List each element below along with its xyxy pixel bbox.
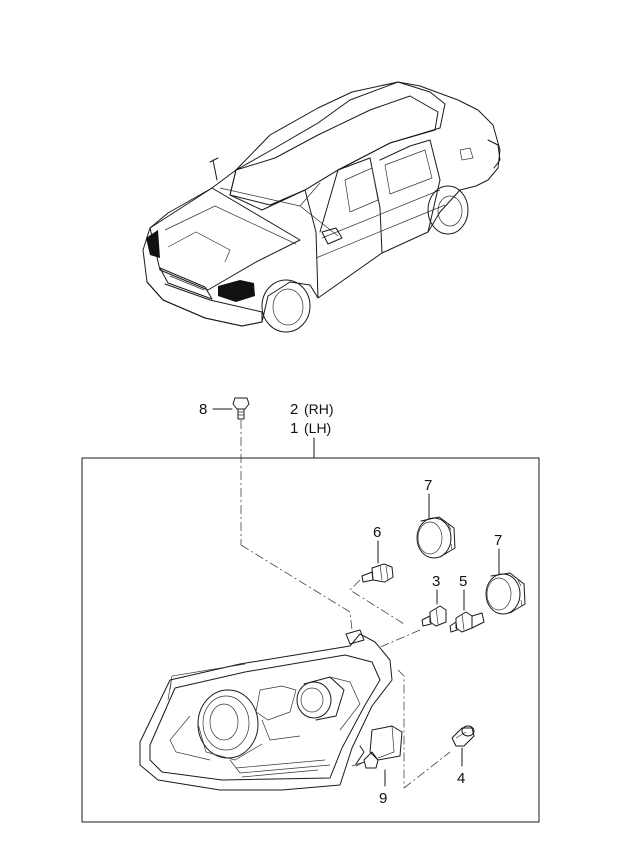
vehicle-illustration — [142, 81, 501, 333]
bolt-guide-line-2 — [240, 544, 353, 631]
bulb-guide-line — [377, 629, 421, 649]
callout-5: 5 — [459, 573, 467, 611]
callout-7a: 7 — [424, 477, 432, 519]
callout-side-lh: (LH) — [304, 420, 331, 436]
side-marker-bulb — [451, 725, 475, 747]
callout-label-3: 3 — [432, 573, 440, 590]
high-beam-bulb — [449, 611, 485, 633]
callout-label-7b: 7 — [494, 532, 502, 549]
socket-guide-line — [349, 579, 405, 625]
callout-label-5: 5 — [459, 573, 467, 590]
headlamp-assembly — [139, 629, 393, 791]
housing-guide-line — [397, 669, 405, 788]
callout-9: 9 — [379, 769, 387, 807]
callout-label-8: 8 — [199, 401, 207, 418]
callout-2-rh: 2 (RH) — [290, 401, 334, 418]
callout-label-6: 6 — [373, 524, 381, 541]
callout-7b: 7 — [494, 532, 502, 575]
callout-label-2: 2 — [290, 401, 298, 418]
callout-4: 4 — [457, 747, 465, 787]
bolt-part — [232, 397, 250, 420]
callout-3: 3 — [432, 573, 440, 605]
low-beam-bulb — [421, 605, 447, 627]
callout-label-4: 4 — [457, 770, 465, 787]
dust-cap-part-1 — [416, 516, 456, 559]
position-bulb-socket — [361, 563, 394, 583]
side-bulb-guide-line — [403, 751, 451, 789]
callout-label-9: 9 — [379, 790, 387, 807]
callout-label-1: 1 — [290, 420, 298, 437]
assembly-frame — [81, 457, 540, 823]
callout-6: 6 — [373, 524, 381, 564]
callout-1-lh: 1 (LH) — [290, 420, 331, 437]
callout-side-rh: (RH) — [304, 401, 334, 417]
leveling-actuator — [355, 725, 403, 769]
callout-8: 8 — [199, 401, 233, 418]
dust-cap-part-2 — [485, 572, 526, 615]
callout-label-7a: 7 — [424, 477, 432, 494]
